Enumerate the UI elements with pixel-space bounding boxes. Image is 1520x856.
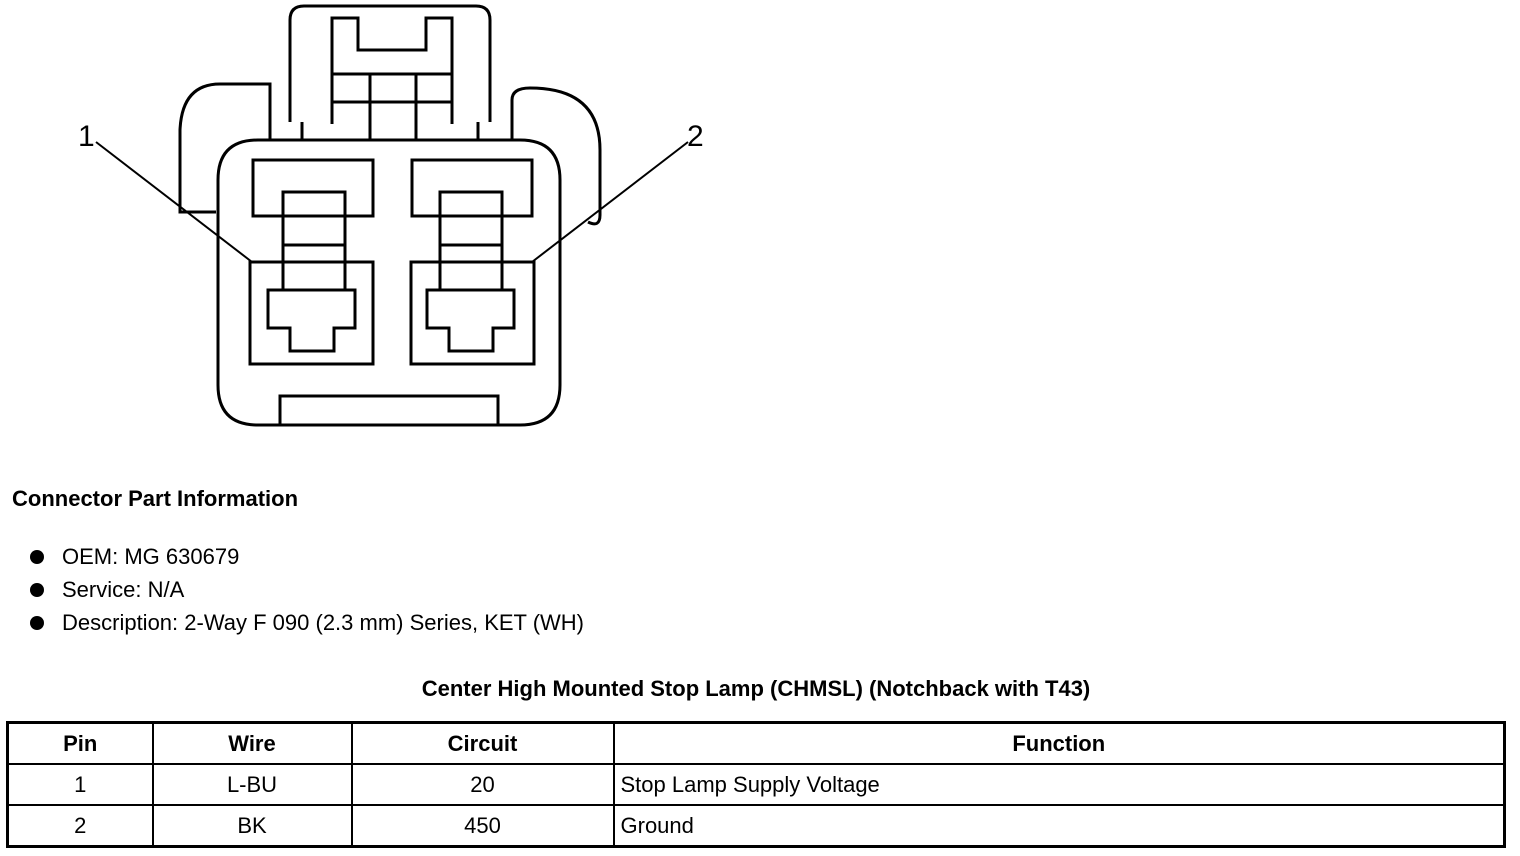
cell-pin: 2 — [6, 804, 154, 848]
cell-function: Stop Lamp Supply Voltage — [612, 763, 1506, 806]
latch-housing — [288, 4, 492, 122]
cell-function: Ground — [612, 804, 1506, 848]
header-function: Function — [612, 721, 1506, 765]
cell-circuit: 450 — [350, 804, 615, 848]
section-title: Connector Part Information — [12, 486, 299, 511]
latch-tab — [330, 16, 454, 124]
table-row: 1 L-BU 20 Stop Lamp Supply Voltage — [6, 763, 1506, 806]
leader-line-2 — [531, 141, 689, 263]
cavity-2 — [409, 260, 536, 366]
table-caption: Center High Mounted Stop Lamp (CHMSL) (N… — [421, 676, 1091, 701]
table-row: 2 BK 450 Ground — [6, 804, 1506, 848]
pin-label-1: 1 — [78, 120, 95, 153]
header-pin: Pin — [6, 721, 154, 765]
pin-label-2: 2 — [687, 120, 704, 153]
info-oem: OEM: MG 630679 — [28, 540, 584, 573]
info-description: Description: 2-Way F 090 (2.3 mm) Series… — [28, 606, 584, 639]
right-ear — [510, 86, 602, 226]
latch-center-block — [368, 72, 418, 142]
bottom-slot — [278, 394, 500, 427]
pin-table: Pin Wire Circuit Function 1 L-BU 20 Stop… — [6, 721, 1506, 848]
leader-line-1 — [95, 141, 253, 263]
header-wire: Wire — [151, 721, 353, 765]
connector-body — [216, 138, 562, 427]
header-circuit: Circuit — [350, 721, 615, 765]
cavity-1 — [248, 260, 375, 366]
cell-wire: BK — [151, 804, 353, 848]
cell-circuit: 20 — [350, 763, 615, 806]
left-ear — [178, 82, 272, 214]
table-header-row: Pin Wire Circuit Function — [6, 721, 1506, 765]
info-service: Service: N/A — [28, 573, 584, 606]
info-list: OEM: MG 630679 Service: N/A Description:… — [28, 540, 584, 639]
cell-wire: L-BU — [151, 763, 353, 806]
connector-diagram: 1 2 — [78, 4, 704, 427]
cell-pin: 1 — [6, 763, 154, 806]
